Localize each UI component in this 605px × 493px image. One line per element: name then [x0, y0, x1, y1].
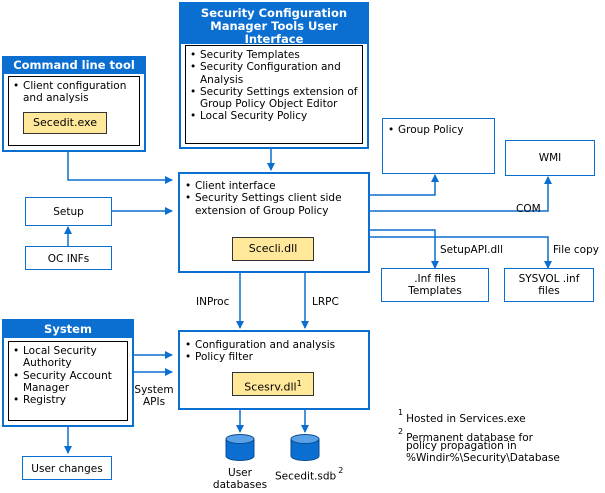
com-label: COM [516, 203, 541, 215]
command-line-tool-title: Command line tool [4, 58, 144, 74]
system-list-panel: Local Security AuthoritySecurity Account… [8, 341, 128, 421]
user-changes-box: User changes [22, 456, 112, 480]
inf-files-line1: .Inf files [414, 273, 456, 285]
list-item: Local Security Policy [189, 110, 360, 123]
system-list: Local Security AuthoritySecurity Account… [12, 345, 125, 407]
sysvol-box: SYSVOL .inf files [504, 268, 594, 302]
user-changes-label: User changes [31, 463, 103, 475]
secedit-exe-component: Secedit.exe [23, 112, 107, 134]
footnote-1-number: 1 [398, 408, 404, 417]
secedit-sdb-text: Secedit.sdb [275, 470, 337, 483]
sct-ui-title: Security Configuration Manager Tools Use… [181, 4, 367, 46]
inf-files-line2: Templates [408, 285, 462, 297]
group-policy-list: Group Policy [387, 124, 491, 137]
arrow-scecli-sysvol [363, 233, 552, 269]
scesrv-dll-component: Scesrv.dll1 [232, 372, 314, 396]
list-item: Configuration and analysis [184, 339, 364, 352]
scesrv-footnote-ref: 1 [296, 379, 302, 388]
footnote-2-cont-2: %Windir%\Security\Database [406, 452, 560, 464]
list-item: Security Configuration and Analysis [189, 61, 360, 86]
system-box: System Local Security AuthoritySecurity … [2, 319, 134, 427]
inf-files-box: .Inf files Templates [381, 268, 489, 302]
secedit-sdb-icon [290, 434, 320, 461]
footnote-1-text: Hosted in Services.exe [406, 412, 526, 425]
footnote-2-line-1: Permanent database for [406, 431, 533, 444]
list-item: Local Security Authority [12, 345, 125, 370]
system-apis-label-1: System [134, 384, 174, 396]
command-line-tool-panel: Client configuration and analysis Secedi… [8, 76, 140, 146]
sysvol-line2: files [538, 285, 560, 297]
arrow-scecli-grouppolicy [363, 174, 439, 199]
setup-box: Setup [25, 197, 112, 226]
scecli-dll-component: Scecli.dll [232, 237, 314, 261]
scesrv-box: Configuration and analysisPolicy filter … [178, 330, 370, 410]
group-policy-box: Group Policy [382, 118, 495, 174]
arrow-cmd-scecli [64, 145, 173, 184]
scecli-list: Client interfaceSecurity Settings client… [184, 180, 364, 217]
setupapi-label: SetupAPI.dll [440, 244, 504, 256]
footnote-2-cont-1: policy propagation in [406, 440, 517, 452]
system-apis-label-2: APIs [142, 396, 166, 408]
setup-label: Setup [53, 206, 84, 218]
sysvol-line1: SYSVOL .inf [518, 273, 580, 285]
oc-infs-label: OC INFs [47, 253, 90, 265]
file-copy-label: File copy [553, 244, 599, 256]
user-databases-label-2: databases [212, 479, 268, 491]
list-item: Security Account Manager [12, 370, 125, 395]
list-item: Policy filter [184, 351, 364, 364]
list-item: Security Settings client side extension … [184, 192, 364, 217]
lrpc-label: LRPC [312, 296, 339, 308]
list-item: Client interface [184, 180, 364, 193]
scecli-box: Client interfaceSecurity Settings client… [178, 172, 370, 273]
sct-ui-list: Security TemplatesSecurity Configuration… [189, 49, 360, 123]
inproc-label: INProc [196, 296, 230, 308]
command-line-tool-list: Client configuration and analysis [12, 80, 137, 105]
wmi-box: WMI [505, 140, 595, 176]
command-line-tool-box: Command line tool Client configuration a… [2, 56, 146, 152]
list-item: Group Policy [387, 124, 491, 137]
oc-infs-box: OC INFs [25, 246, 112, 270]
scesrv-list: Configuration and analysisPolicy filter [184, 339, 364, 364]
arrow-scecli-inf [363, 226, 439, 269]
sct-ui-list-panel: Security TemplatesSecurity Configuration… [185, 45, 363, 144]
list-item: Client configuration and analysis [12, 80, 137, 105]
system-title: System [4, 321, 132, 338]
secedit-sdb-footnote-ref: 2 [338, 466, 344, 475]
list-item: Registry [12, 394, 125, 407]
list-item: Security Templates [189, 49, 360, 62]
footnote-2-number: 2 [398, 427, 404, 436]
arrow-scecli-wmi [363, 176, 552, 215]
scesrv-dll-label: Scesrv.dll [244, 380, 297, 394]
user-databases-label-1: User [228, 467, 252, 479]
list-item: Security Settings extension of Group Pol… [189, 86, 360, 111]
user-databases-icon [225, 434, 255, 461]
wmi-label: WMI [538, 152, 562, 164]
sct-ui-box: Security Configuration Manager Tools Use… [179, 2, 369, 149]
